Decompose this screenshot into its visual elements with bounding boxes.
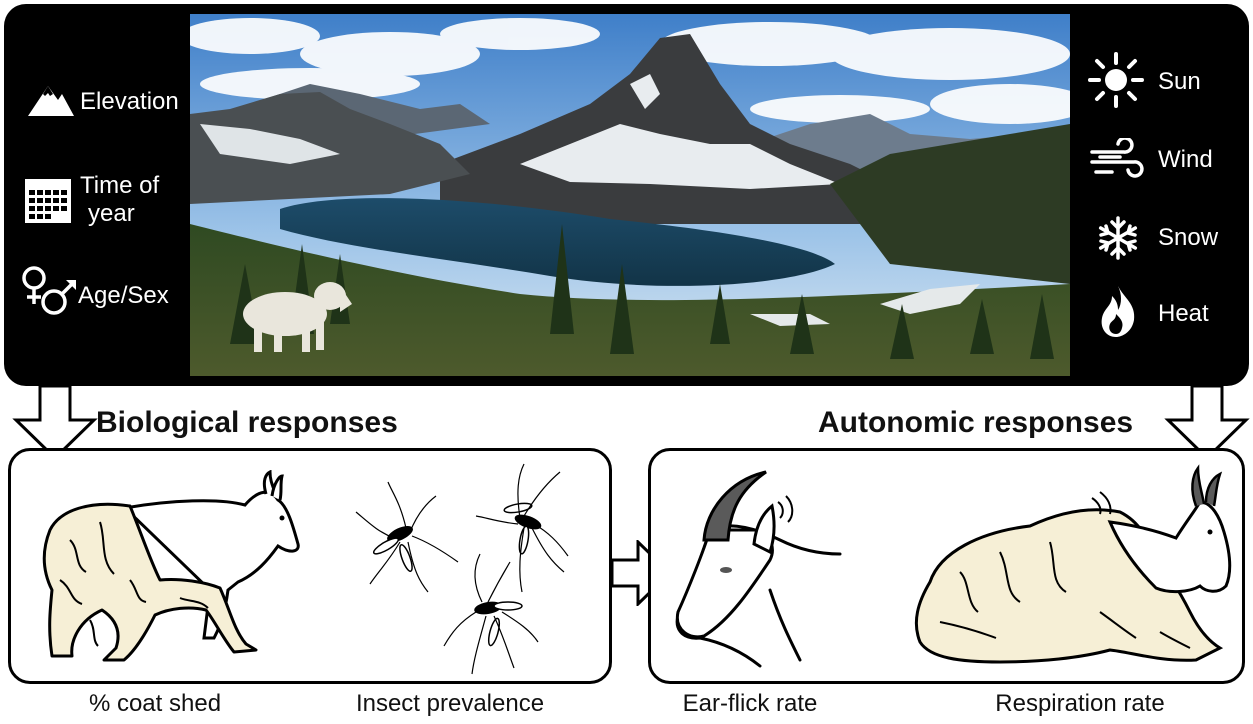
factor-label-line1: Time of <box>80 172 159 199</box>
factor-label: Heat <box>1158 300 1209 327</box>
factor-sun: Sun <box>1088 52 1238 108</box>
shedding-goat-illustration <box>30 470 305 670</box>
respiration-goat-illustration <box>900 462 1240 677</box>
section-title-biological: Biological responses <box>96 406 398 440</box>
caption-respiration-rate: Respiration rate <box>970 690 1190 718</box>
factor-elevation: Elevation <box>20 82 190 122</box>
mountain-icon <box>26 82 76 118</box>
flame-icon <box>1098 284 1138 338</box>
factor-label: Snow <box>1158 224 1218 251</box>
factor-label: Sun <box>1158 68 1201 95</box>
factor-label: Elevation <box>80 88 179 115</box>
gender-symbols-icon <box>20 264 80 318</box>
section-title-autonomic: Autonomic responses <box>818 406 1133 440</box>
wind-icon <box>1090 138 1144 182</box>
caption-ear-flick-rate: Ear-flick rate <box>660 690 840 718</box>
calendar-icon <box>24 178 72 224</box>
mosquito-1 <box>356 482 458 592</box>
factor-age-sex: Age/Sex <box>20 262 190 322</box>
caption-coat-shed: % coat shed <box>60 690 250 718</box>
landscape-photo <box>190 14 1070 376</box>
factor-heat: Heat <box>1088 284 1238 340</box>
snowflake-icon <box>1096 216 1140 260</box>
insects-illustration <box>348 462 578 682</box>
caption-insect-prevalence: Insect prevalence <box>330 690 570 718</box>
mosquito-2 <box>476 464 568 592</box>
factor-label: Age/Sex <box>78 282 169 309</box>
factor-snow: Snow <box>1088 212 1238 262</box>
mosquito-3 <box>444 554 538 674</box>
factor-time-of-year: Time of year <box>20 170 190 230</box>
factor-wind: Wind <box>1088 134 1238 184</box>
factor-label-line2: year <box>88 200 135 227</box>
sun-icon <box>1088 52 1144 108</box>
factor-label: Wind <box>1158 146 1213 173</box>
ear-flick-illustration <box>670 470 860 675</box>
